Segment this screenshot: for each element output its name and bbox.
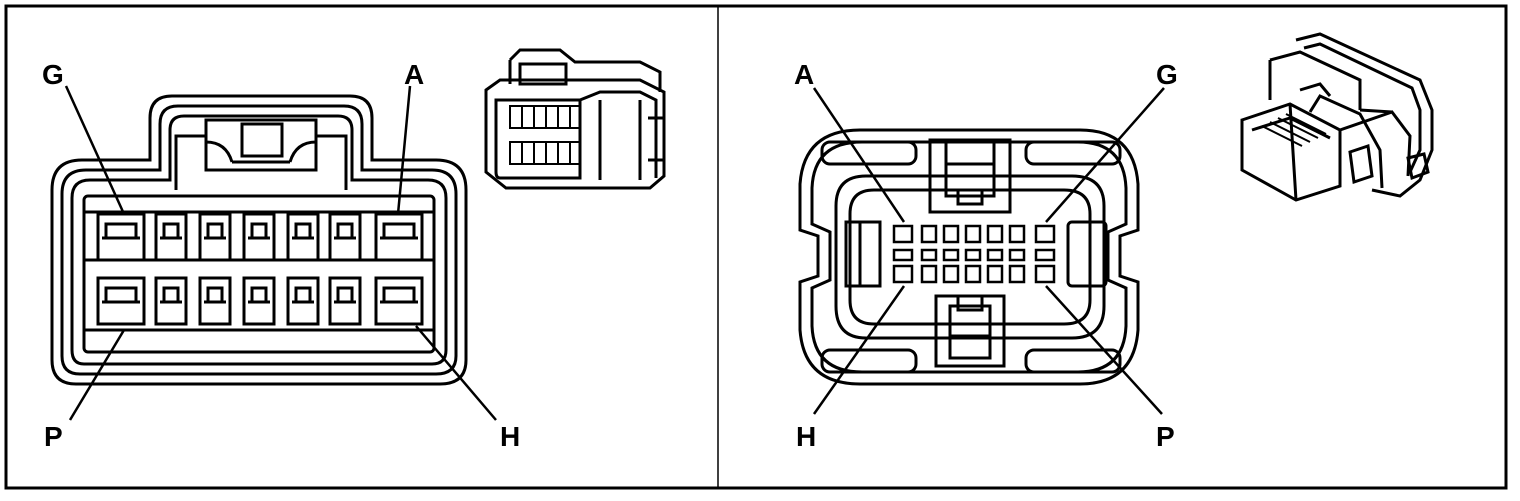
- left-pin-terminal-upper: [206, 222, 224, 240]
- left-pin-terminal-upper: [104, 222, 138, 240]
- right-pin-cavity-row-3: [1034, 264, 1056, 284]
- left-label-bottom-left: P: [44, 421, 63, 452]
- right-label-bottom-left: H: [796, 421, 816, 452]
- left-pin-cavity-lower: [328, 276, 362, 326]
- left-pin-terminal-lower: [294, 286, 312, 304]
- left-pin-terminal-lower: [250, 286, 268, 304]
- right-pin-cavity-row-2: [1034, 248, 1056, 262]
- left-label-top-left: G: [42, 59, 64, 90]
- left-pin-cavity-lower: [96, 276, 146, 326]
- left-pin-terminal-lower: [206, 286, 224, 304]
- right-label-top-left: A: [794, 59, 814, 90]
- left-callouts: [64, 85, 497, 421]
- right-pin-array: [892, 224, 1056, 284]
- left-pin-cavity-lower: [286, 276, 320, 326]
- right-pin-cavity-row-1: [986, 224, 1004, 244]
- left-pin-terminal-upper: [382, 222, 416, 240]
- left-pin-terminal-upper: [336, 222, 354, 240]
- right-pin-cavity-row-2: [964, 248, 982, 262]
- left-pin-terminal-upper: [162, 222, 180, 240]
- left-pin-array: [84, 212, 434, 326]
- left-pin-terminal-lower: [104, 286, 138, 304]
- right-pin-cavity-row-3: [942, 264, 960, 284]
- left-pin-terminal-upper: [250, 222, 268, 240]
- left-pin-cavity-lower: [374, 276, 424, 326]
- right-pin-cavity-row-2: [1008, 248, 1026, 262]
- right-pin-cavity-row-1: [1008, 224, 1026, 244]
- right-label-top-right: G: [1156, 59, 1178, 90]
- right-pin-cavity-row-3: [964, 264, 982, 284]
- right-pin-cavity-row-1: [942, 224, 960, 244]
- left-label-bottom-right: H: [500, 421, 520, 452]
- left-pin-terminal-lower: [162, 286, 180, 304]
- right-callouts: [812, 87, 1165, 415]
- right-pin-cavity-row-3: [1008, 264, 1026, 284]
- right-pin-cavity-row-3: [920, 264, 938, 284]
- left-pin-cavity-lower: [242, 276, 276, 326]
- right-pin-cavity-row-2: [892, 248, 914, 262]
- left-pin-terminal-lower: [336, 286, 354, 304]
- left-pin-terminal-lower: [382, 286, 416, 304]
- right-pin-cavity-row-2: [920, 248, 938, 262]
- right-pin-cavity-row-2: [942, 248, 960, 262]
- right-pin-cavity-row-1: [964, 224, 982, 244]
- outer-frame: [4, 4, 1508, 490]
- left-connector-3d-view: [484, 48, 666, 190]
- right-pin-cavity-row-1: [920, 224, 938, 244]
- right-pin-cavity-row-3: [892, 264, 914, 284]
- left-label-top-right: A: [404, 59, 424, 90]
- right-pin-cavity-row-3: [986, 264, 1004, 284]
- right-pin-cavity-row-1: [1034, 224, 1056, 244]
- right-pin-cavity-row-1: [892, 224, 914, 244]
- right-connector-3d-view: [1240, 32, 1434, 202]
- left-pin-cavity-lower: [198, 276, 232, 326]
- right-pin-cavity-row-2: [986, 248, 1004, 262]
- left-pin-cavity-lower: [154, 276, 188, 326]
- left-pin-terminal-upper: [294, 222, 312, 240]
- right-connector-face: [798, 128, 1140, 386]
- left-connector-face: [50, 94, 468, 386]
- right-label-bottom-right: P: [1156, 421, 1175, 452]
